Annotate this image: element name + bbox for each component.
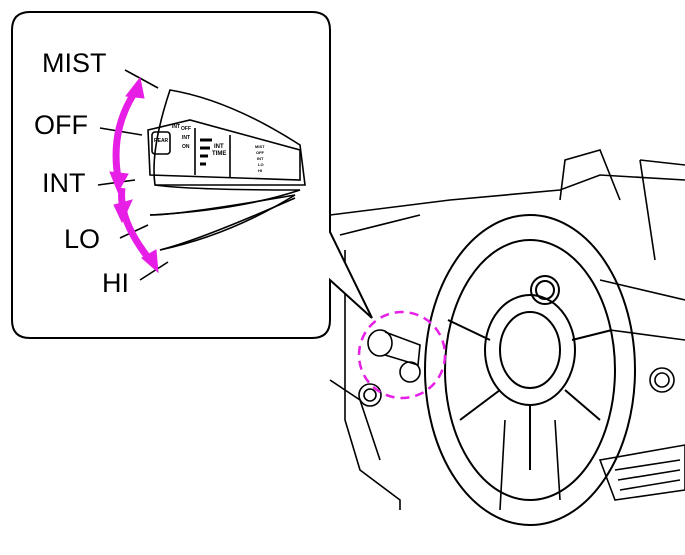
callout-circle — [357, 310, 447, 400]
position-arrow — [109, 76, 159, 274]
svg-text:INT: INT — [214, 144, 224, 150]
svg-text:HI: HI — [258, 168, 262, 173]
dashboard-drawing — [329, 149, 685, 511]
stalk-small-drawing — [367, 329, 421, 383]
label-off: OFF — [34, 110, 88, 140]
svg-text:INT: INT — [172, 124, 180, 130]
callout-box — [11, 11, 373, 339]
svg-text:INT: INT — [182, 135, 190, 141]
svg-text:TIME: TIME — [212, 151, 226, 157]
wiper-stalk-drawing: REAR INT OFF INT ON INT TIME MIST OFF IN… — [147, 89, 306, 251]
steering-wheel-drawing — [424, 214, 636, 526]
svg-text:MIST: MIST — [255, 144, 265, 149]
svg-text:ON: ON — [182, 144, 190, 150]
svg-text:REAR: REAR — [154, 138, 169, 144]
label-int: INT — [42, 168, 86, 198]
svg-text:INT: INT — [257, 156, 264, 161]
svg-text:OFF: OFF — [181, 126, 191, 132]
label-mist: MIST — [42, 48, 107, 78]
label-hi: HI — [102, 268, 129, 298]
svg-text:LO: LO — [258, 162, 264, 167]
svg-text:OFF: OFF — [256, 150, 265, 155]
label-lo: LO — [64, 224, 101, 254]
